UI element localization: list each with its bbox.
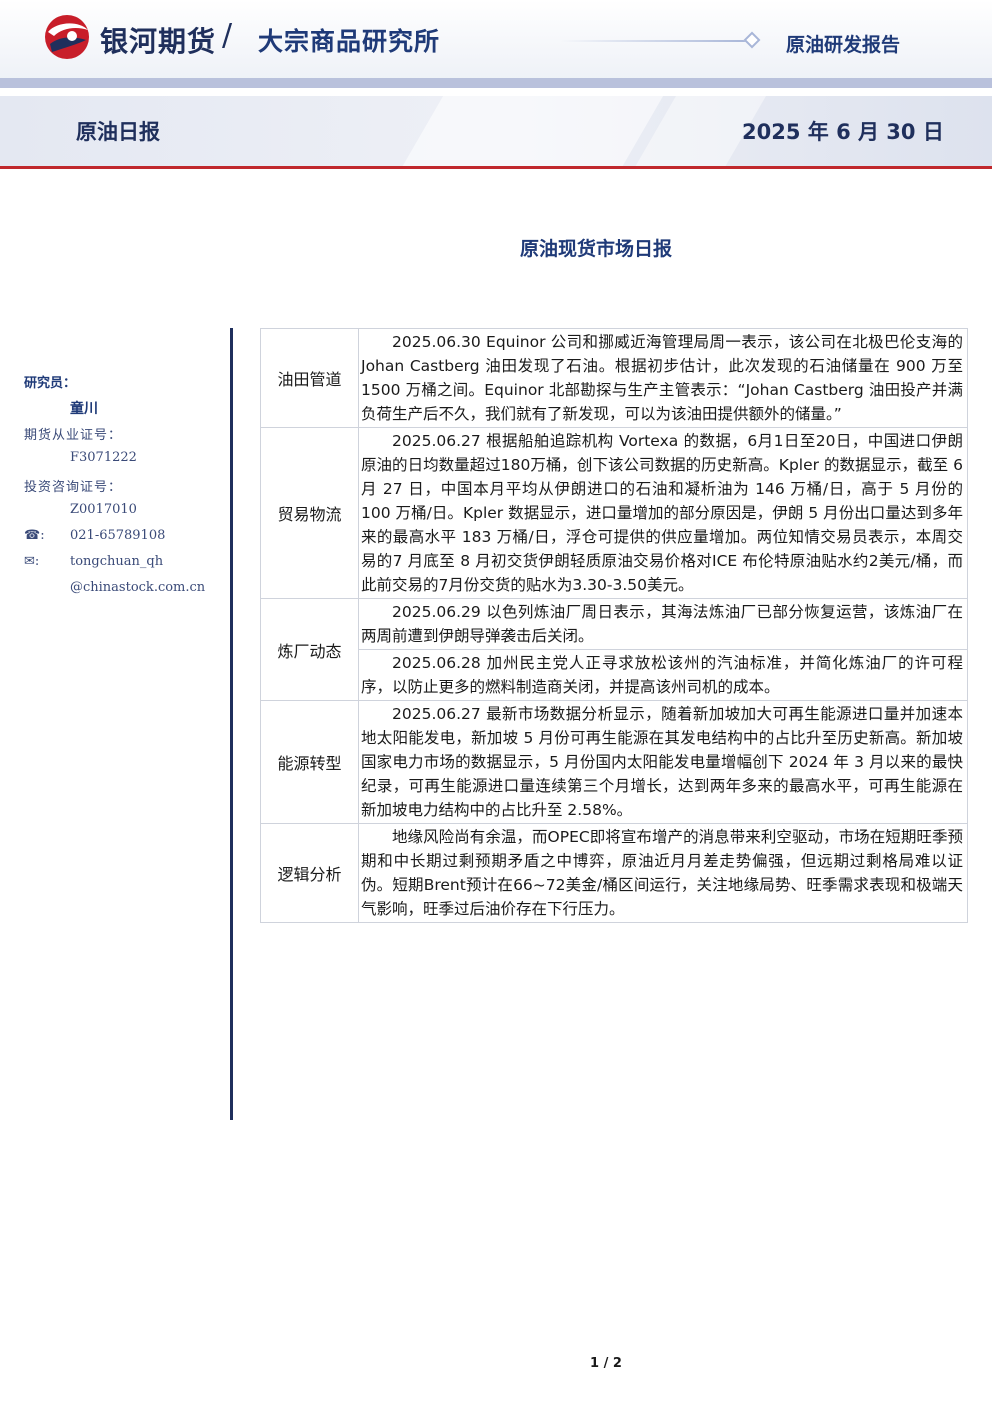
table-row: 炼厂动态 2025.06.29 以色列炼油厂周日表示，其海法炼油厂已部分恢复运营… bbox=[260, 598, 968, 701]
content-cell: 2025.06.28 加州民主党人正寻求放松该州的汽油标准，并简化炼油厂的许可程… bbox=[358, 649, 968, 701]
institute-name: 大宗商品研究所 bbox=[258, 27, 441, 56]
table-row: 油田管道 2025.06.30 Equinor 公司和挪威近海管理局周一表示，该… bbox=[260, 328, 968, 428]
email-row: ✉: tongchuan_qh bbox=[24, 554, 224, 580]
report-date: 2025 年 6 月 30 日 bbox=[742, 120, 944, 144]
table-row: 能源转型 2025.06.27 最新市场数据分析显示，随着新加坡加大可再生能源进… bbox=[260, 700, 968, 824]
separator-band bbox=[0, 78, 992, 88]
content-cell: 2025.06.30 Equinor 公司和挪威近海管理局周一表示，该公司在北极… bbox=[358, 328, 968, 428]
category-cell: 能源转型 bbox=[260, 700, 359, 824]
decorative-shape bbox=[379, 96, 681, 166]
category-cell: 油田管道 bbox=[260, 328, 359, 428]
table-row: 逻辑分析 地缘风险尚有余温，而OPEC即将宣布增产的消息带来利空驱动，市场在短期… bbox=[260, 823, 968, 923]
page-title: 原油现货市场日报 bbox=[519, 238, 672, 260]
author-sidebar: 研究员： 童川 期货从业证号： F3071222 投资咨询证号： Z001701… bbox=[24, 372, 224, 606]
table-row: 贸易物流 2025.06.27 根据船舶追踪机构 Vortexa 的数据，6月1… bbox=[260, 427, 968, 599]
report-title: 原油日报 bbox=[76, 120, 160, 144]
sidebar-divider bbox=[230, 328, 233, 1120]
table-row: 2025.06.28 加州民主党人正寻求放松该州的汽油标准，并简化炼油厂的许可程… bbox=[261, 649, 968, 701]
accent-line bbox=[0, 166, 992, 169]
subheader-band: 原油日报 2025 年 6 月 30 日 bbox=[0, 96, 992, 166]
category-cell: 贸易物流 bbox=[260, 427, 359, 599]
page-number: 1 / 2 bbox=[590, 1356, 622, 1371]
email-line-2[interactable]: @chinastock.com.cn bbox=[70, 580, 206, 595]
news-table: 油田管道 2025.06.30 Equinor 公司和挪威近海管理局周一表示，该… bbox=[260, 328, 968, 923]
phone-number: 021-65789108 bbox=[70, 528, 166, 543]
advisory-cert-label: 投资咨询证号： bbox=[24, 480, 123, 495]
content-cell: 2025.06.27 最新市场数据分析显示，随着新加坡加大可再生能源进口量并加速… bbox=[358, 700, 968, 824]
brand-name: 银河期货 bbox=[100, 25, 217, 58]
futures-cert-label: 期货从业证号： bbox=[24, 428, 123, 443]
email-line-1[interactable]: tongchuan_qh bbox=[70, 554, 164, 569]
diamond-icon bbox=[743, 31, 761, 49]
futures-cert-number: F3071222 bbox=[70, 450, 137, 465]
report-type: 原油研发报告 bbox=[786, 34, 901, 56]
category-cell: 逻辑分析 bbox=[260, 823, 359, 923]
galaxy-futures-logo-icon bbox=[45, 15, 89, 59]
mail-icon: ✉: bbox=[24, 554, 40, 569]
phone-icon: ☎: bbox=[24, 528, 45, 543]
content-cell: 2025.06.29 以色列炼油厂周日表示，其海法炼油厂已部分恢复运营，该炼油厂… bbox=[358, 598, 968, 650]
decorative-line bbox=[560, 40, 750, 42]
content-cell: 地缘风险尚有余温，而OPEC即将宣布增产的消息带来利空驱动，市场在短期旺季预期和… bbox=[358, 823, 968, 923]
researcher-name: 童川 bbox=[70, 401, 98, 417]
header-band: 银河期货 / 大宗商品研究所 原油研发报告 bbox=[0, 0, 992, 80]
header-divider: / bbox=[222, 18, 233, 53]
content-cell: 2025.06.27 根据船舶追踪机构 Vortexa 的数据，6月1日至20日… bbox=[358, 427, 968, 599]
advisory-cert-number: Z0017010 bbox=[70, 502, 137, 517]
phone-row: ☎: 021-65789108 bbox=[24, 528, 224, 554]
researcher-label: 研究员： bbox=[24, 376, 77, 391]
category-cell: 炼厂动态 bbox=[260, 598, 359, 701]
